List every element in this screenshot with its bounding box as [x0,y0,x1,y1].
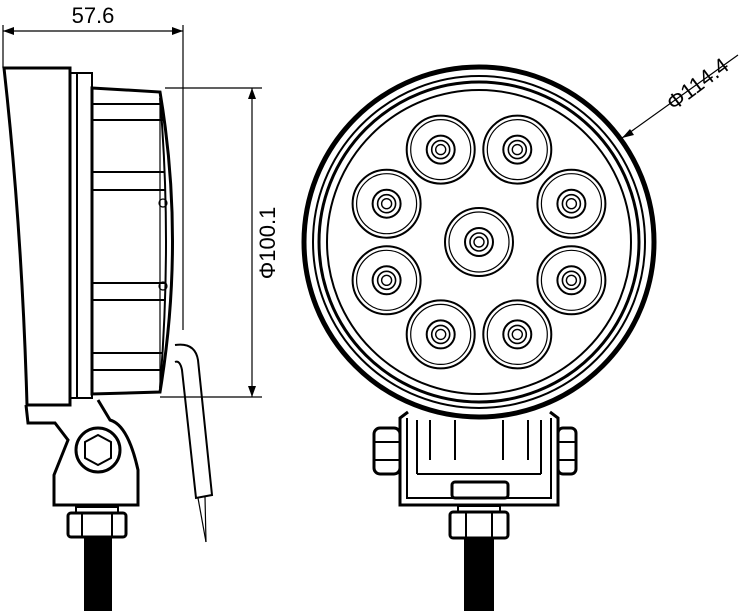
lens-ring [326,89,632,395]
depth-dimension: 57.6 [2,3,184,330]
housing-diameter-dimension: Φ114.4 [621,53,739,139]
led-8 [351,245,422,316]
led-2 [405,114,476,185]
depth-label: 57.6 [72,3,115,28]
led-1 [444,207,514,277]
led-array [351,114,607,370]
led-3 [482,114,553,185]
right-knob [556,426,578,476]
left-knob [372,426,402,476]
led-6 [482,299,553,370]
side-housing-front [2,66,72,407]
side-heatsink [90,86,174,396]
side-bracket-bolt [74,426,122,474]
housing-diameter-label: Φ114.4 [662,53,734,116]
front-clamp [450,480,510,500]
led-4 [536,168,607,239]
lens-diameter-label: Φ100.1 [255,207,280,280]
led-7 [405,299,476,370]
front-view: Φ114.4 [301,53,739,611]
led-5 [536,245,607,316]
side-bolt [84,537,112,611]
front-bracket [398,410,560,507]
front-bolt [464,538,494,611]
side-bracket [24,399,140,507]
side-view: 57.6 Φ100.1 [2,3,280,611]
side-nut [66,511,128,539]
front-nut [448,510,510,540]
side-cable [174,343,214,500]
led-9 [351,168,422,239]
lens-diameter-dimension: Φ100.1 [160,87,280,398]
housing-outer-ring [301,64,657,420]
